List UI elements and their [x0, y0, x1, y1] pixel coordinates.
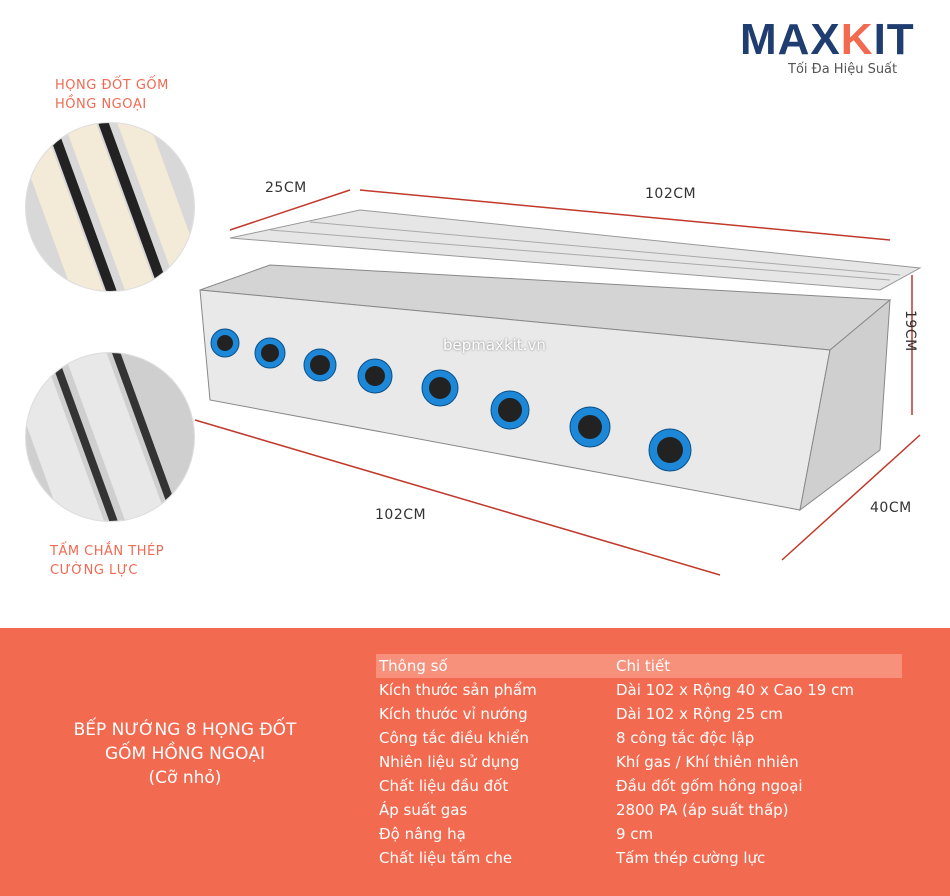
- burner-closeup-image: [25, 122, 195, 292]
- dim-height: 19CM: [902, 310, 918, 352]
- grill-illustration: [194, 189, 922, 576]
- watermark: bepmaxkit.vn: [443, 336, 546, 354]
- dim-body-length: 102CM: [375, 507, 427, 523]
- dim-grill-depth: 25CM: [265, 180, 307, 196]
- dim-grill-length: 102CM: [645, 186, 697, 202]
- maxkit-logo: MAXKIT: [740, 15, 915, 64]
- dim-body-depth: 40CM: [870, 500, 912, 516]
- shield-closeup-image: [25, 352, 195, 522]
- logo-tagline: Tối Đa Hiệu Suất: [788, 62, 898, 77]
